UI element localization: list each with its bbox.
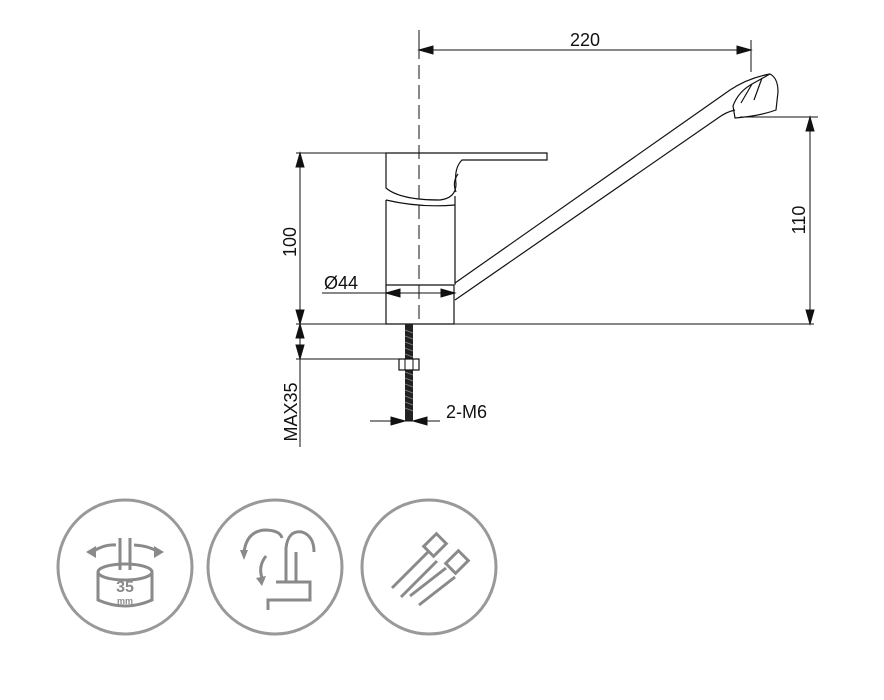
swivel-spout-icon bbox=[206, 498, 344, 636]
dimension-max35 bbox=[295, 322, 399, 447]
svg-text:35: 35 bbox=[116, 579, 134, 596]
dimension-diameter bbox=[322, 288, 457, 298]
dimension-220 bbox=[417, 30, 753, 72]
dimension-thread bbox=[370, 416, 440, 426]
flexible-hoses-icon bbox=[360, 498, 498, 636]
dimension-100-label: 100 bbox=[280, 227, 300, 257]
mounting-hole-icon: 35 mm bbox=[56, 498, 194, 636]
dimension-220-label: 220 bbox=[570, 30, 600, 50]
dimension-thread-label: 2-M6 bbox=[446, 402, 487, 422]
dimension-diameter-label: Ø44 bbox=[324, 273, 358, 293]
dimension-110-label: 110 bbox=[789, 206, 809, 235]
dimension-max35-label: MAX35 bbox=[281, 382, 301, 441]
dimension-110 bbox=[740, 115, 818, 326]
dimension-100 bbox=[295, 151, 386, 326]
svg-text:mm: mm bbox=[117, 596, 133, 606]
faucet-body bbox=[385, 73, 779, 325]
threaded-stud bbox=[398, 324, 420, 421]
